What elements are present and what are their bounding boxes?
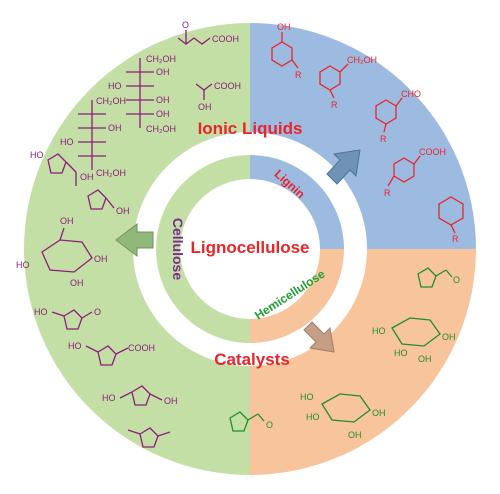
catalysts-label: Catalysts [214, 350, 290, 369]
bhmf-oh-label: OH [164, 396, 178, 406]
xylose-ho-1: HO [372, 326, 386, 336]
benzaldehyde-structure [375, 97, 403, 133]
hmf-o-label: O [94, 307, 101, 317]
dimer-ho-label: HO [30, 150, 44, 160]
arrow-to-hemicellulose [303, 321, 335, 353]
furan-dimer-2 [87, 189, 115, 210]
furan-acid-structure [85, 345, 129, 366]
sugar2-ho-1: HO [300, 392, 314, 402]
bhmf-ho-label: HO [102, 393, 116, 403]
phenol-r-label: R [295, 70, 302, 80]
chain1-ho-1: HO [108, 81, 122, 91]
lactic-oh-label: OH [198, 102, 212, 112]
sugar2-oh-2: OH [372, 408, 386, 418]
xylose-structure [391, 317, 441, 347]
phenol-structure [271, 32, 299, 69]
cellulose-label: Cellulose [170, 218, 186, 280]
benzyl-alcohol-structure [319, 63, 349, 99]
chain2-bottom-label: CH₂OH [96, 168, 126, 178]
chain1-top-label: CH₂OH [146, 54, 176, 64]
xylose-ho-2: HO [394, 348, 408, 358]
hmf-structure [51, 309, 93, 330]
cyclohexane-structure [438, 196, 464, 234]
cellulose-compounds [41, 30, 213, 448]
benzoic-r-label: R [384, 188, 391, 198]
glucose-ho-1: HO [16, 260, 30, 270]
chain1-oh-3: OH [156, 109, 170, 119]
hmf-ho-label: HO [34, 307, 48, 317]
chain1-oh-1: OH [156, 67, 170, 77]
dimer-oh-2: OH [116, 206, 130, 216]
benzoic-acid-structure [387, 155, 421, 187]
xylose-oh-2: OH [442, 332, 456, 342]
acid-cooh-label: COOH [128, 343, 155, 353]
cyclohexane-r-label: R [452, 234, 459, 244]
sugar2-oh-1: OH [348, 430, 362, 440]
xylose-oh-1: OH [418, 354, 432, 364]
acid-ho-label: HO [68, 341, 82, 351]
glucose-oh-1: OH [60, 216, 74, 226]
levulinic-acid-structure [177, 30, 211, 45]
levulinic-o-label: O [182, 20, 189, 30]
cellulose-compound-labels: O COOH CH₂OH CH₂OH OH HO OH OH COOH OH C… [16, 20, 241, 406]
bhmf-structure [119, 385, 163, 406]
chain2-ho-1: HO [60, 137, 74, 147]
dimer-oh-label: OH [80, 172, 94, 182]
furfural-bottom-o-label: O [266, 420, 273, 430]
hemicellulose-compound-labels: O HO HO OH OH HO HO OH OH O [266, 275, 460, 440]
lignin-compound-labels: OH R CH₂OH R CHO R COOH R R [277, 22, 459, 244]
arrow-to-cellulose [115, 222, 154, 258]
lactic-acid-structure [195, 83, 213, 100]
furan-dimer-1 [47, 153, 77, 186]
benzaldehyde-r-label: R [380, 134, 387, 144]
lignin-compounds [271, 32, 464, 234]
center-disc [180, 179, 320, 319]
chain1-bottom-label: CH₂OH [146, 124, 176, 134]
glucose-structure [41, 227, 93, 273]
ionic-liquids-label: Ionic Liquids [198, 119, 303, 138]
benzaldehyde-cho-label: CHO [401, 89, 421, 99]
chain2-oh-1: OH [108, 123, 122, 133]
sugar-structure-2 [321, 393, 371, 423]
benzyl-ch2oh-label: CH₂OH [347, 55, 377, 65]
sugar2-ho-2: HO [306, 412, 320, 422]
benzyl-r-label: R [331, 100, 338, 110]
glucose-oh-3: OH [70, 278, 84, 288]
lignocellulose-title: Lignocellulose [190, 238, 309, 257]
sugar-chain-2 [78, 100, 106, 170]
dmf-structure [127, 427, 171, 448]
arrow-to-lignin [326, 149, 361, 185]
furfural-bottom-structure [229, 411, 265, 432]
hemicellulose-compounds [229, 267, 453, 432]
chain2-top-label: CH₂OH [96, 96, 126, 106]
sugar-chain-1 [126, 58, 154, 128]
chain1-oh-2: OH [156, 95, 170, 105]
furfural-top-o-label: O [453, 275, 460, 285]
phenol-oh-label: OH [277, 22, 291, 32]
glucose-oh-2: OH [94, 254, 108, 264]
benzoic-cooh-label: COOH [419, 147, 446, 157]
lactic-cooh-label: COOH [214, 81, 241, 91]
levulinic-cooh-label: COOH [212, 34, 239, 44]
furfural-top-structure [417, 267, 453, 288]
